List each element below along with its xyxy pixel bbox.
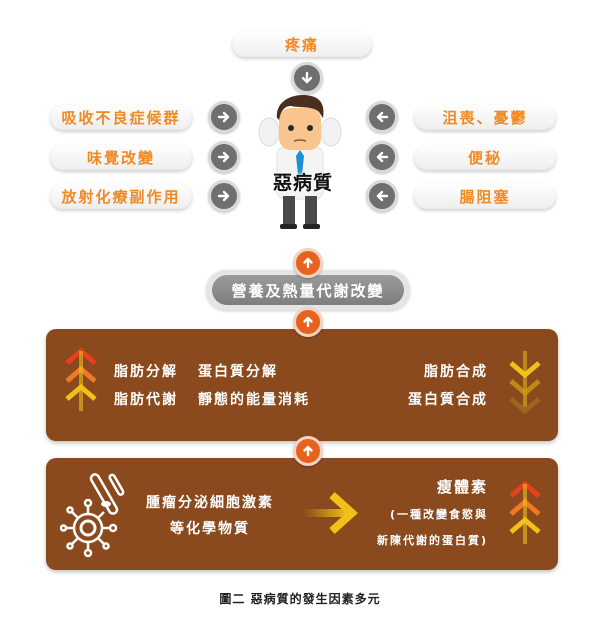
triple-down-chevrons-icon — [509, 351, 541, 415]
right-arrow-button — [208, 141, 240, 173]
arrow-up-icon — [303, 316, 313, 328]
arrow-right-icon — [217, 151, 230, 163]
up-arrow-button — [293, 436, 323, 466]
metabolism-panel: 脂肪分解 蛋白質分解 脂肪代謝 靜態的能量消耗 脂肪合成 蛋白質合成 — [46, 329, 558, 441]
down-arrow-button — [291, 62, 323, 94]
worried-man-illustration — [258, 94, 342, 229]
factor-constipation: 便秘 — [414, 144, 556, 170]
fat-metabolism: 脂肪代謝 — [114, 392, 178, 408]
arrow-right-icon — [217, 111, 230, 123]
factor-label: 腸阻塞 — [459, 187, 511, 206]
big-right-arrow-icon — [304, 492, 358, 534]
up-arrow-button — [293, 248, 323, 278]
arrow-left-icon — [376, 190, 389, 202]
fat-synthesis: 脂肪合成 — [424, 364, 488, 380]
factor-depression: 沮喪、憂鬱 — [414, 104, 556, 130]
factor-label: 沮喪、憂鬱 — [442, 108, 528, 127]
factor-malabsorption: 吸收不良症候群 — [50, 104, 192, 130]
leptin-desc-line-2: 新陳代謝的蛋白質) — [376, 534, 488, 547]
factor-bowel-obstruction: 腸阻塞 — [414, 183, 556, 209]
protein-breakdown: 蛋白質分解 — [198, 364, 278, 380]
center-label: 惡病質 — [272, 172, 333, 194]
left-arrow-button — [366, 141, 398, 173]
factor-pain: 疼痛 — [232, 31, 372, 57]
arrow-left-icon — [376, 151, 389, 163]
factor-label: 味覺改變 — [86, 148, 155, 167]
factor-label: 放射化療副作用 — [61, 187, 181, 206]
arrow-up-icon — [303, 257, 313, 269]
tumor-panel: 腫瘤分泌細胞激素 等化學物質 瘦體素 (一種改變食慾與 新陳代謝的蛋白質) — [46, 458, 558, 570]
factor-label: 吸收不良症候群 — [61, 108, 181, 127]
metabolism-change-label: 營養及熱量代謝改變 — [212, 275, 404, 305]
left-arrow-button — [366, 180, 398, 212]
tumor-secretion-line-2: 等化學物質 — [170, 521, 250, 537]
left-arrow-button — [366, 101, 398, 133]
arrow-left-icon — [376, 111, 389, 123]
leptin-title: 瘦體素 — [436, 478, 488, 496]
factor-chemo-side-effects: 放射化療副作用 — [50, 183, 192, 209]
arrow-down-icon — [301, 71, 313, 84]
resting-energy-expenditure: 靜態的能量消耗 — [198, 392, 310, 408]
tumor-cell-icon — [60, 473, 125, 558]
up-arrow-button — [293, 307, 323, 337]
factor-taste-change: 味覺改變 — [50, 144, 192, 170]
figure-caption: 圖二 惡病質的發生因素多元 — [219, 592, 381, 606]
tumor-secretion-line-1: 腫瘤分泌細胞激素 — [146, 495, 274, 511]
fat-breakdown: 脂肪分解 — [114, 364, 178, 380]
protein-synthesis: 蛋白質合成 — [408, 392, 488, 408]
triple-up-chevrons-icon — [65, 347, 97, 411]
factor-label: 便秘 — [467, 148, 502, 167]
right-arrow-button — [208, 101, 240, 133]
arrow-right-icon — [217, 190, 230, 202]
arrow-up-icon — [303, 445, 313, 457]
right-arrow-button — [208, 180, 240, 212]
factor-pain-label: 疼痛 — [284, 35, 319, 54]
leptin-desc-line-1: (一種改變食慾與 — [389, 508, 488, 521]
triple-up-chevrons-icon — [509, 480, 541, 544]
